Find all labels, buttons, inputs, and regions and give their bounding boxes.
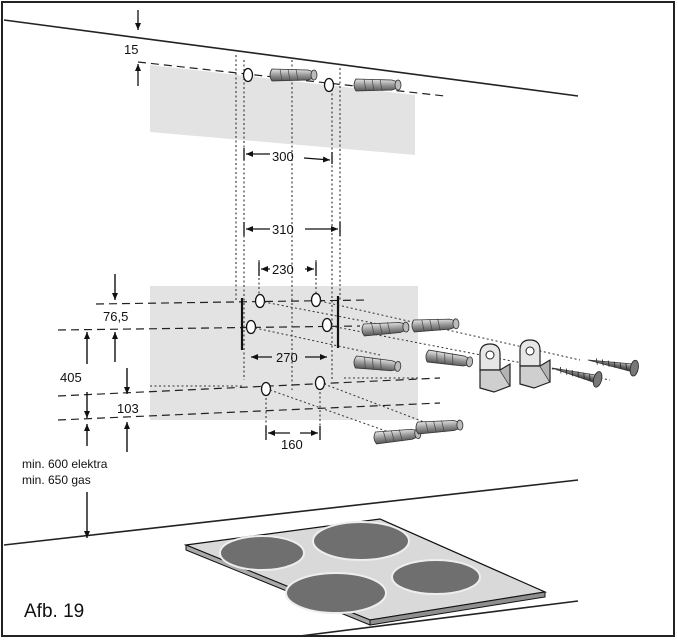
dim-300-label: 300 bbox=[272, 149, 294, 164]
figure-caption: Afb. 19 bbox=[24, 601, 84, 622]
upper-hole-right bbox=[323, 77, 335, 93]
min-electric-note: min. 600 elektra bbox=[22, 457, 108, 471]
upper-hole-left bbox=[242, 67, 254, 83]
burner-front-right bbox=[391, 559, 481, 595]
upper-dowel-left bbox=[269, 68, 318, 82]
dim-160-label: 160 bbox=[281, 437, 303, 452]
lower-hole-lines bbox=[57, 299, 441, 421]
hole-mid-left bbox=[245, 319, 257, 335]
hole-lower-left bbox=[260, 381, 272, 397]
dim-310-label: 310 bbox=[272, 222, 294, 237]
dim-270-label: 270 bbox=[276, 350, 298, 365]
cooktop bbox=[183, 518, 548, 626]
worktop-back-edge bbox=[3, 479, 579, 546]
dowel-6 bbox=[415, 418, 464, 435]
screw-right bbox=[586, 351, 641, 378]
dim-405-label: 405 bbox=[60, 370, 82, 385]
bracket-right bbox=[519, 339, 551, 389]
dowel-5 bbox=[372, 426, 422, 445]
hole-upper-right bbox=[310, 292, 322, 308]
dim-230-label: 230 bbox=[272, 262, 294, 277]
worktop-front-edge bbox=[299, 600, 579, 637]
dim-15-label: 15 bbox=[124, 42, 138, 57]
hole-upper-left bbox=[254, 293, 266, 309]
hole-lower-right bbox=[314, 375, 326, 391]
dim-76-5-label: 76,5 bbox=[103, 309, 128, 324]
dowel-2 bbox=[411, 317, 460, 333]
ceiling-line bbox=[3, 19, 579, 97]
dowel-4 bbox=[424, 349, 474, 369]
min-gas-note: min. 650 gas bbox=[22, 473, 91, 487]
burner-back-right bbox=[312, 521, 410, 561]
dim-103-label: 103 bbox=[117, 401, 139, 416]
hole-mid-right bbox=[321, 317, 333, 333]
bracket-left bbox=[479, 343, 511, 393]
screw-left bbox=[549, 359, 604, 389]
upper-dowel-right bbox=[353, 78, 402, 92]
lower-template-panel bbox=[150, 286, 418, 420]
burner-back-left bbox=[219, 535, 305, 571]
upper-template-panel bbox=[150, 65, 415, 155]
burner-front-left bbox=[285, 572, 387, 614]
